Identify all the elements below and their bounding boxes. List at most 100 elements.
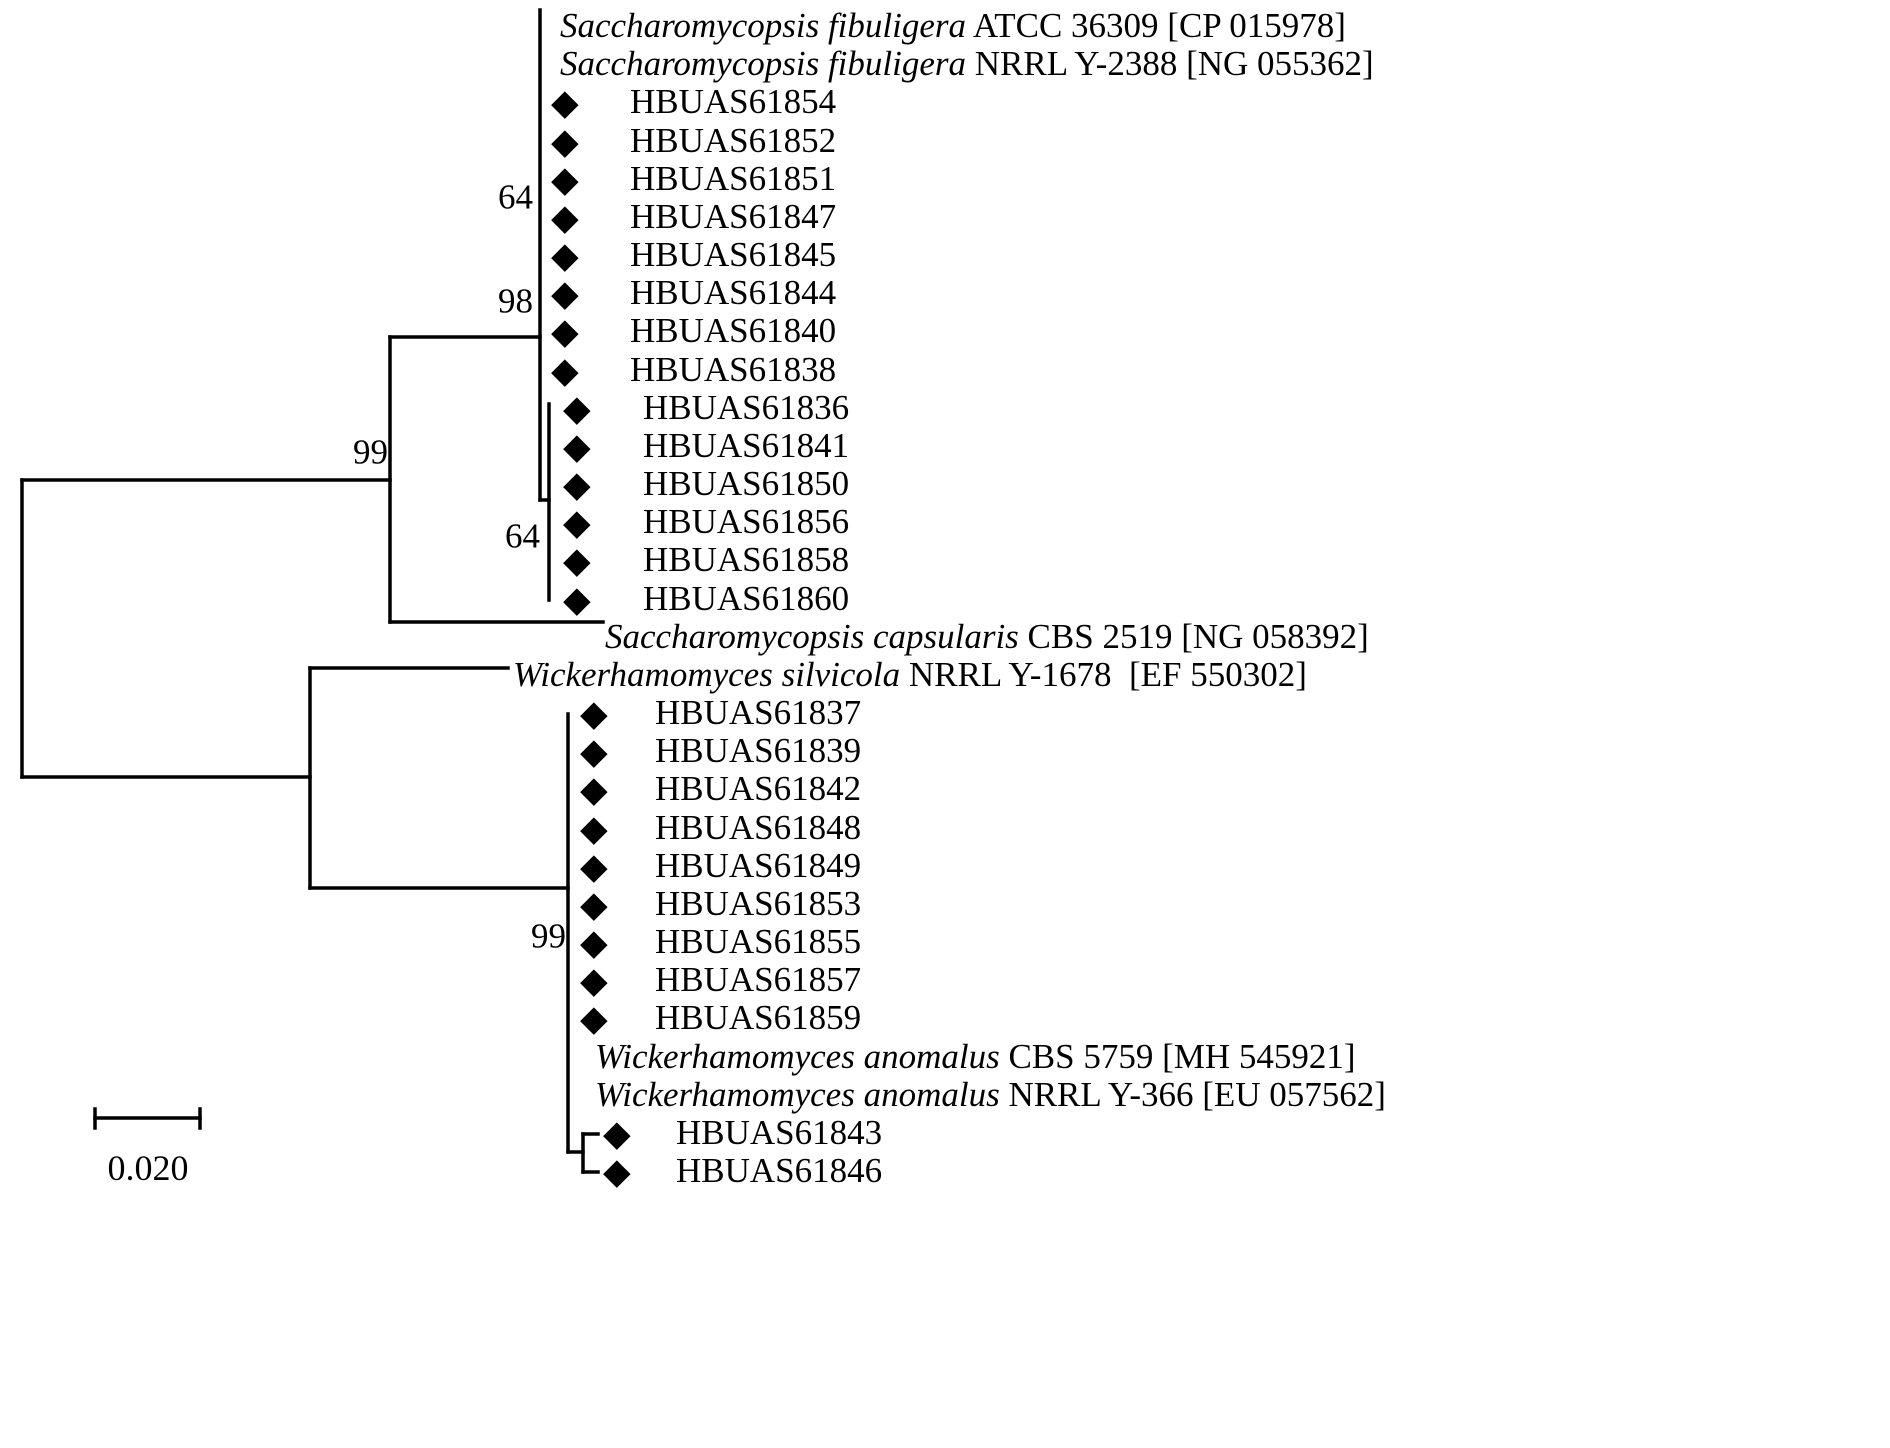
diamond-icon: ◆ bbox=[563, 426, 591, 467]
taxon-strain-accession: HBUAS61854 bbox=[630, 81, 837, 121]
taxon-strain-accession: HBUAS61856 bbox=[643, 501, 850, 541]
taxon-strain-accession: HBUAS61841 bbox=[643, 425, 850, 465]
taxon-label: HBUAS61836 bbox=[643, 387, 850, 428]
taxon-label: HBUAS61840 bbox=[630, 310, 837, 351]
taxon-label: HBUAS61838 bbox=[630, 349, 837, 390]
taxon-label: HBUAS61853 bbox=[655, 883, 862, 924]
diamond-icon: ◆ bbox=[563, 464, 591, 505]
taxon-label: HBUAS61843 bbox=[676, 1112, 883, 1153]
diamond-icon: ◆ bbox=[580, 731, 608, 772]
taxon-strain-accession: HBUAS61859 bbox=[655, 997, 862, 1037]
bootstrap-value: 99 bbox=[531, 916, 566, 956]
diamond-icon: ◆ bbox=[580, 922, 608, 963]
diamond-icon: ◆ bbox=[563, 502, 591, 543]
diamond-icon: ◆ bbox=[563, 579, 591, 620]
taxon-strain-accession: HBUAS61844 bbox=[630, 272, 837, 312]
taxon-label: HBUAS61839 bbox=[655, 730, 862, 771]
taxon-strain-accession: HBUAS61840 bbox=[630, 310, 837, 350]
taxon-strain-accession: CBS 5759 [MH 545921] bbox=[999, 1036, 1356, 1076]
taxon-strain-accession: HBUAS61857 bbox=[655, 959, 862, 999]
taxon-strain-accession: HBUAS61837 bbox=[655, 692, 862, 732]
taxon-strain-accession: HBUAS61836 bbox=[643, 387, 850, 427]
diamond-icon: ◆ bbox=[580, 884, 608, 925]
taxon-scientific-name: Saccharomycopsis capsularis bbox=[605, 616, 1019, 656]
taxon-label: HBUAS61848 bbox=[655, 807, 862, 848]
taxon-strain-accession: HBUAS61839 bbox=[655, 730, 862, 770]
taxon-label: HBUAS61844 bbox=[630, 272, 837, 313]
taxon-label: HBUAS61849 bbox=[655, 846, 861, 886]
taxon-label: Wickerhamomyces silvicola NRRL Y-1678 [E… bbox=[513, 654, 1307, 695]
taxon-label: HBUAS61847 bbox=[630, 196, 837, 237]
bootstrap-value: 99 bbox=[353, 432, 388, 472]
taxon-strain-accession: HBUAS61843 bbox=[676, 1112, 883, 1152]
taxon-strain-accession: HBUAS61860 bbox=[643, 578, 850, 618]
diamond-icon: ◆ bbox=[603, 1151, 631, 1192]
taxon-label: Saccharomycopsis fibuligera ATCC 36309 [… bbox=[560, 5, 1346, 46]
taxon-label: HBUAS61842 bbox=[655, 768, 862, 809]
diamond-icon: ◆ bbox=[551, 159, 579, 200]
taxon-strain-accession: HBUAS61852 bbox=[630, 120, 837, 160]
taxon-label: HBUAS61860 bbox=[643, 578, 850, 619]
diamond-icon: ◆ bbox=[551, 311, 579, 352]
diamond-icon: ◆ bbox=[580, 960, 608, 1001]
taxon-label: Saccharomycopsis capsularis CBS 2519 [NG… bbox=[605, 616, 1369, 657]
taxon-strain-accession: HBUAS61847 bbox=[630, 196, 837, 236]
taxon-strain-accession: HBUAS61846 bbox=[676, 1150, 883, 1190]
taxon-label: HBUAS61850 bbox=[643, 463, 850, 504]
diamond-icon: ◆ bbox=[563, 540, 591, 581]
taxon-label: HBUAS61841 bbox=[643, 425, 850, 466]
taxon-strain-accession: NRRL Y-2388 [NG 055362] bbox=[966, 43, 1374, 83]
taxon-label: HBUAS61851 bbox=[630, 158, 837, 199]
taxon-label: Wickerhamomyces anomalus NRRL Y-366 [EU … bbox=[595, 1074, 1386, 1115]
taxon-strain-accession: HBUAS61845 bbox=[630, 234, 837, 274]
taxon-strain-accession: HBUAS61842 bbox=[655, 768, 862, 808]
taxon-scientific-name: Wickerhamomyces silvicola bbox=[513, 654, 901, 694]
taxon-label: HBUAS61837 bbox=[655, 692, 862, 733]
diamond-icon: ◆ bbox=[551, 273, 579, 314]
diamond-icon: ◆ bbox=[603, 1113, 631, 1154]
taxon-strain-accession: ATCC 36309 [CP 015978] bbox=[966, 5, 1346, 45]
taxon-strain-accession: HBUAS61850 bbox=[643, 463, 850, 503]
taxon-scientific-name: Wickerhamomyces anomalus bbox=[595, 1036, 1000, 1076]
diamond-icon: ◆ bbox=[551, 197, 579, 238]
taxon-label: Saccharomycopsis fibuligera NRRL Y-2388 … bbox=[560, 43, 1374, 83]
taxon-scientific-name: Saccharomycopsis fibuligera bbox=[560, 43, 967, 83]
diamond-icon: ◆ bbox=[580, 998, 608, 1039]
scale-bar-label: 0.020 bbox=[107, 1148, 189, 1188]
bootstrap-value: 64 bbox=[498, 177, 533, 217]
taxon-label: HBUAS61845 bbox=[630, 234, 837, 274]
taxon-strain-accession: HBUAS61858 bbox=[643, 539, 850, 579]
taxon-scientific-name: Saccharomycopsis fibuligera bbox=[560, 5, 967, 45]
taxon-strain-accession: CBS 2519 [NG 058392] bbox=[1018, 616, 1369, 656]
taxon-label: HBUAS61855 bbox=[655, 921, 862, 962]
diamond-icon: ◆ bbox=[580, 693, 608, 734]
taxon-label: HBUAS61859 bbox=[655, 997, 862, 1038]
taxon-label: HBUAS61852 bbox=[630, 120, 837, 161]
diamond-icon: ◆ bbox=[551, 350, 579, 391]
diamond-icon: ◆ bbox=[580, 808, 608, 849]
diamond-icon: ◆ bbox=[551, 82, 579, 123]
diamond-icon: ◆ bbox=[563, 388, 591, 429]
taxon-strain-accession: HBUAS61838 bbox=[630, 349, 837, 389]
taxon-label: HBUAS61846 bbox=[676, 1150, 883, 1191]
taxon-strain-accession: HBUAS61855 bbox=[655, 921, 862, 961]
taxon-strain-accession: NRRL Y-1678 [EF 550302] bbox=[900, 654, 1307, 694]
taxon-strain-accession: HBUAS61851 bbox=[630, 158, 837, 198]
taxon-scientific-name: Wickerhamomyces anomalus bbox=[595, 1074, 1000, 1114]
diamond-icon: ◆ bbox=[580, 846, 608, 887]
taxon-label: HBUAS61856 bbox=[643, 501, 850, 541]
taxon-label: HBUAS61858 bbox=[643, 539, 850, 580]
diamond-icon: ◆ bbox=[551, 235, 579, 276]
diamond-icon: ◆ bbox=[551, 121, 579, 162]
taxon-label: HBUAS61857 bbox=[655, 959, 862, 1000]
taxon-strain-accession: HBUAS61848 bbox=[655, 807, 862, 847]
taxon-label: HBUAS61854 bbox=[630, 81, 837, 122]
taxon-label: Wickerhamomyces anomalus CBS 5759 [MH 54… bbox=[595, 1036, 1356, 1077]
bootstrap-value: 64 bbox=[505, 516, 540, 556]
taxon-strain-accession: HBUAS61853 bbox=[655, 883, 862, 923]
diamond-icon: ◆ bbox=[580, 769, 608, 810]
bootstrap-value: 98 bbox=[498, 281, 533, 321]
taxon-strain-accession: NRRL Y-366 [EU 057562] bbox=[999, 1074, 1386, 1114]
